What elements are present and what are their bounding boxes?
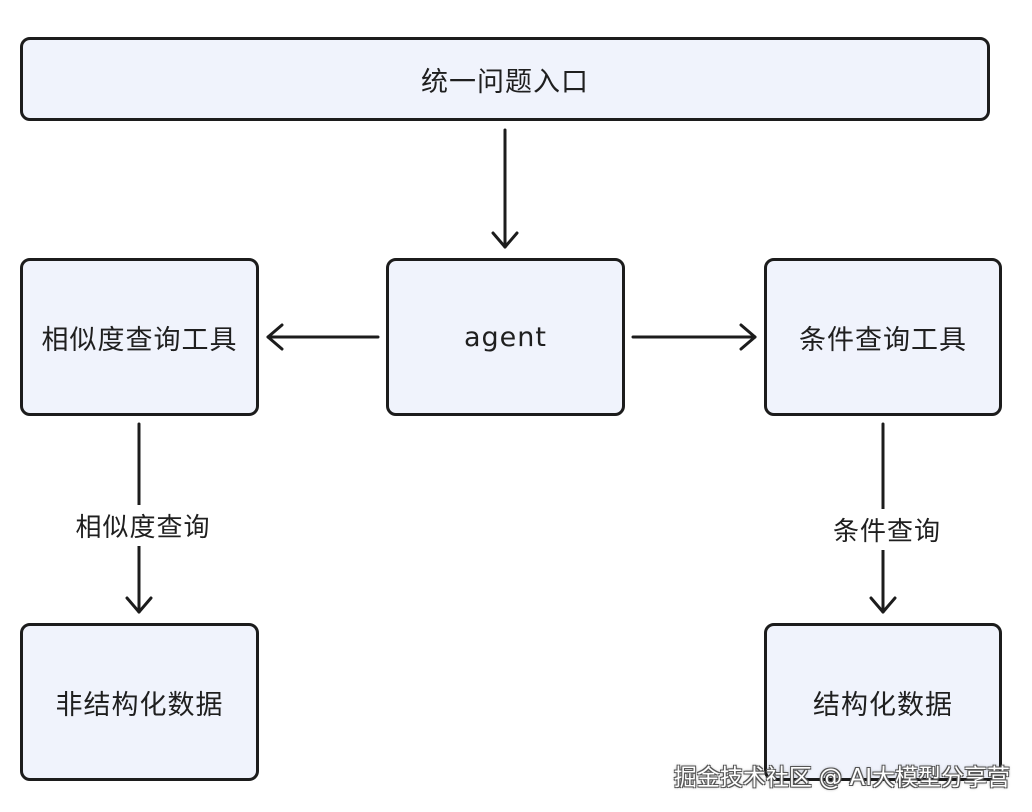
watermark-text: 掘金技术社区 @ AI大模型分享营 (673, 765, 1010, 791)
condition-tool-node-label: 条件查询工具 (799, 324, 967, 356)
condition-tool-node: 条件查询工具 (764, 258, 1002, 416)
similarity-query-edge-label: 相似度查询 (66, 505, 220, 546)
agent-node-label: agent (464, 321, 547, 353)
arrowhead-condition-tool-to-structured (869, 596, 897, 614)
entry-node: 统一问题入口 (20, 37, 990, 121)
similarity-tool-node: 相似度查询工具 (20, 258, 259, 416)
agent-node: agent (386, 258, 625, 416)
arrowhead-agent-to-similarity-tool (266, 323, 284, 351)
similarity-tool-node-label: 相似度查询工具 (41, 324, 238, 356)
entry-node-label: 统一问题入口 (421, 66, 589, 98)
unstructured-data-node-label: 非结构化数据 (55, 689, 224, 721)
structured-data-node: 结构化数据 (764, 623, 1002, 781)
structured-data-node-label: 结构化数据 (813, 689, 953, 721)
unstructured-data-node: 非结构化数据 (20, 623, 259, 781)
arrowhead-similarity-tool-to-unstructured (125, 596, 153, 614)
condition-query-edge-label: 条件查询 (823, 509, 951, 550)
arrowhead-entry-to-agent (491, 231, 519, 249)
arrowhead-agent-to-condition-tool (739, 323, 757, 351)
